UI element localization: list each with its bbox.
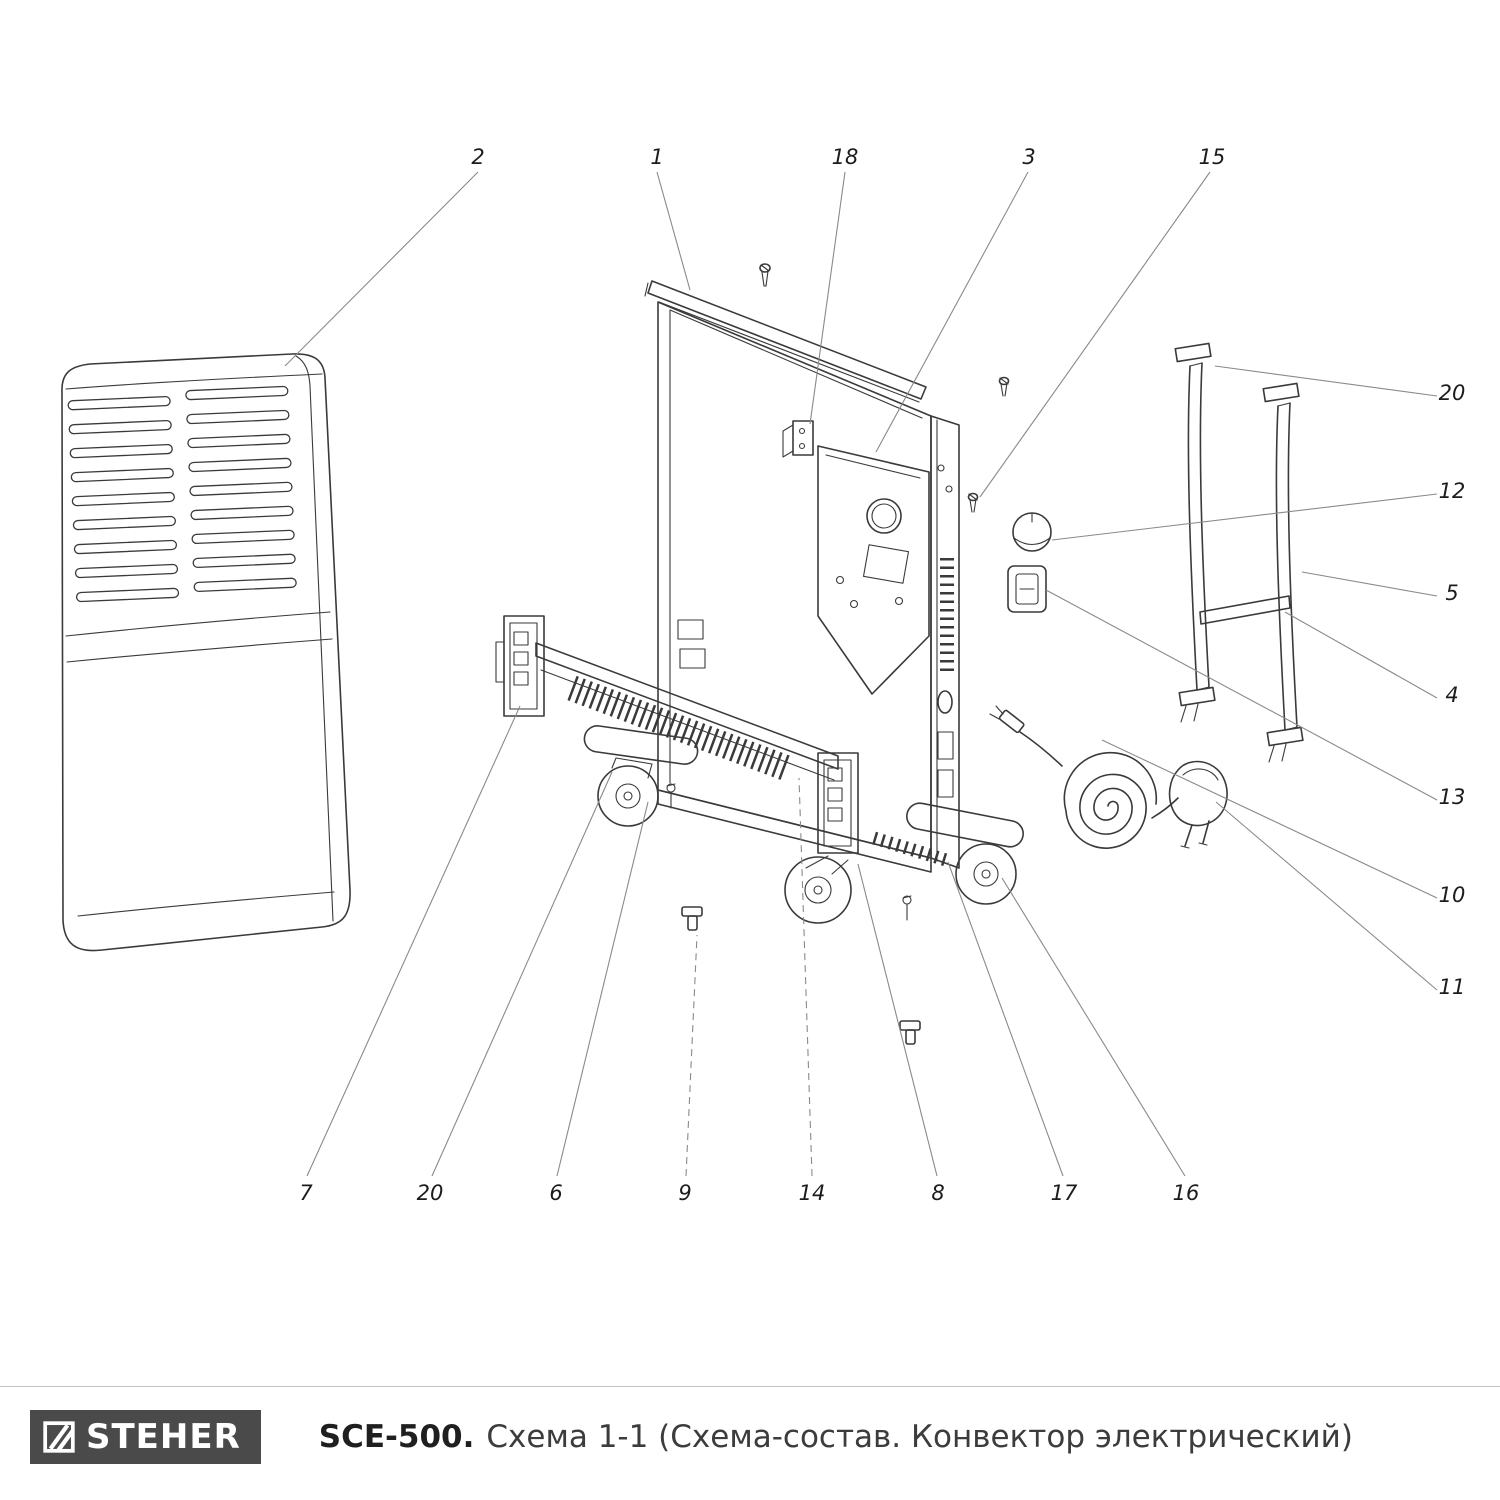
callout-label-1: 1 [650, 145, 663, 169]
diagram-caption: SCE-500. Схема 1-1 (Схема-состав. Конвект… [319, 1419, 1353, 1455]
thermostat-knob [1012, 512, 1052, 552]
steher-logo-icon [42, 1420, 76, 1454]
callout-label-14: 14 [799, 1181, 826, 1205]
wall-brackets [1174, 342, 1304, 763]
callout-label-12: 12 [1439, 479, 1466, 503]
feet-casters [583, 725, 1024, 924]
footer: STEHER SCE-500. Схема 1-1 (Схема-состав. … [30, 1410, 1353, 1464]
power-switch [1007, 565, 1047, 613]
callout-label-2-top: 2 [471, 145, 484, 169]
top-frame-bar [644, 280, 927, 403]
steher-logo: STEHER [30, 1410, 261, 1464]
heating-element [495, 615, 859, 854]
vent-slats [67, 385, 297, 603]
callout-label-10: 10 [1439, 883, 1466, 907]
power-cord [989, 705, 1179, 849]
callout-label-16: 16 [1173, 1181, 1200, 1205]
model-number: SCE-500. [318, 1419, 475, 1455]
footer-divider [0, 1386, 1500, 1387]
control-bracket [817, 445, 930, 695]
callout-label-11: 11 [1439, 975, 1466, 999]
callout-label-20-bottom: 20 [417, 1181, 444, 1205]
callout-label-6: 6 [549, 1181, 562, 1205]
callout-labels: 2 1 18 3 15 20 12 5 4 13 10 11 7 20 6 9 … [299, 145, 1465, 1205]
hinge-bracket [782, 420, 814, 458]
cable-clips [681, 906, 921, 1045]
callout-label-3: 3 [1022, 145, 1035, 169]
screws [759, 263, 1010, 513]
leader-lines [284, 171, 1438, 1177]
callout-label-15: 15 [1199, 145, 1226, 169]
callout-label-13: 13 [1439, 785, 1466, 809]
callout-label-7: 7 [299, 1181, 313, 1205]
callout-label-8: 8 [931, 1181, 944, 1205]
caption-text: Схема 1-1 (Схема-состав. Конвектор элект… [486, 1419, 1353, 1455]
callout-label-5: 5 [1445, 581, 1458, 605]
brand-name: STEHER [86, 1417, 241, 1457]
front-panel [61, 353, 351, 952]
callout-label-4: 4 [1445, 683, 1458, 707]
callout-label-9: 9 [678, 1181, 691, 1205]
callout-label-18: 18 [832, 145, 859, 169]
power-plug [1168, 760, 1228, 849]
callout-label-17: 17 [1051, 1181, 1078, 1205]
callout-label-20-right: 20 [1439, 381, 1466, 405]
side-column [930, 415, 960, 869]
